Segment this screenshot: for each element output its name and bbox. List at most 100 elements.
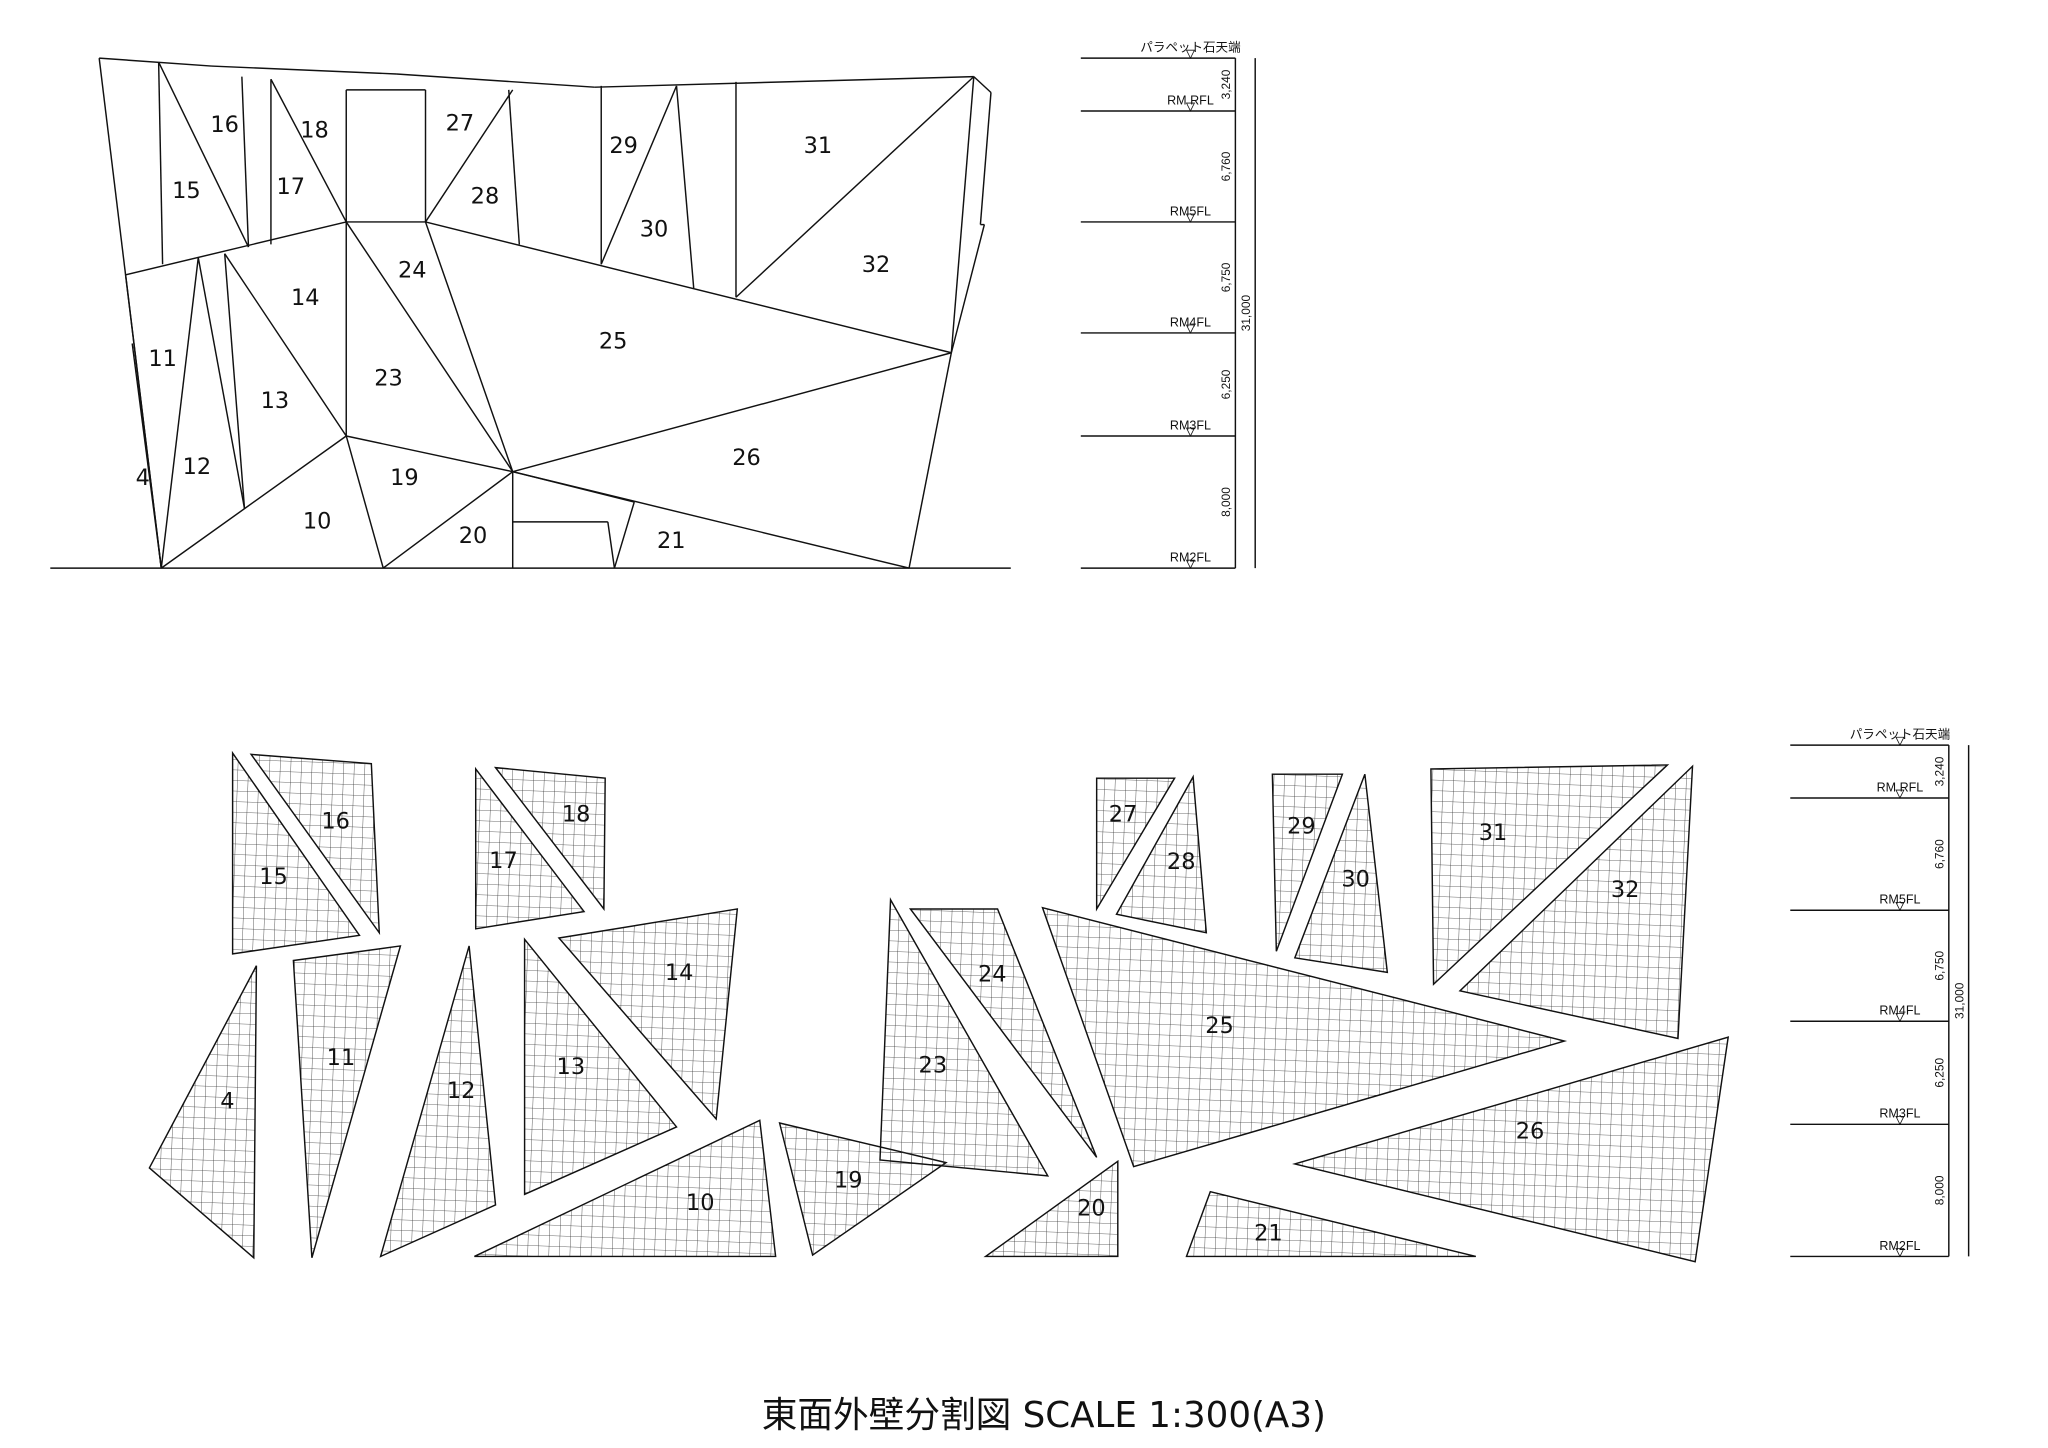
facade-edge — [99, 57, 212, 67]
elevation-panel-number: 19 — [390, 465, 419, 491]
facade-edge — [908, 352, 953, 569]
cladding-panel-11 — [292, 945, 402, 1258]
level-label: パラペット石天端 — [1140, 41, 1240, 55]
elevation-panel-number: 28 — [471, 183, 500, 209]
facade-edge — [270, 78, 347, 223]
elevation-panel-number: 10 — [303, 508, 332, 534]
facade-edge — [346, 435, 513, 473]
elevation-panel-number: 12 — [183, 454, 212, 480]
level-marker-icon — [1895, 789, 1905, 799]
panel-number: 16 — [321, 808, 350, 834]
facade-edge — [157, 62, 164, 265]
level-label: RM3FL — [1170, 418, 1211, 432]
panel-number: 25 — [1205, 1013, 1234, 1039]
level-marker-icon — [1185, 324, 1196, 334]
panel-number: 32 — [1611, 877, 1640, 903]
cladding-panel-20 — [983, 1159, 1119, 1258]
level-label: RM4FL — [1170, 315, 1211, 329]
level-label: パラペット石天端 — [1850, 728, 1950, 742]
facade-edge — [950, 76, 975, 353]
level-label: RM4FL — [1879, 1004, 1920, 1018]
facade-edge — [125, 221, 347, 276]
total-dimension-label: 31,000 — [1239, 295, 1253, 332]
panel-number: 23 — [919, 1053, 948, 1079]
facade-edge — [973, 76, 992, 94]
panel-number: 28 — [1167, 849, 1196, 875]
facade-edge — [223, 253, 246, 509]
facade-edge — [382, 471, 514, 569]
cladding-panel-21 — [1185, 1190, 1477, 1258]
level-label: RM3FL — [1879, 1107, 1920, 1121]
panel-number: 10 — [686, 1190, 715, 1216]
facade-edge — [512, 470, 635, 503]
level-marker-icon — [1895, 901, 1905, 912]
dimension-label: 6,750 — [1219, 262, 1233, 292]
panel-number: 20 — [1077, 1195, 1106, 1221]
facade-edge — [224, 253, 347, 437]
dimension-label: 6,250 — [1933, 1058, 1947, 1088]
cladding-panel-4 — [148, 965, 258, 1260]
level-label: RM5FL — [1170, 204, 1211, 218]
elevation-panel-number: 16 — [210, 112, 239, 138]
dimension-label: 3,240 — [1933, 756, 1947, 786]
level-label: RM2FL — [1879, 1239, 1920, 1253]
dimension-label: 3,240 — [1219, 69, 1233, 99]
panel-number: 14 — [665, 960, 694, 986]
panel-number: 17 — [489, 848, 518, 874]
facade-edge — [508, 89, 521, 245]
elevation-panel-number: 11 — [148, 346, 177, 372]
facade-edge — [345, 221, 514, 473]
elevation-panel-number: 30 — [640, 216, 669, 242]
panel-layout: 4101112131415161718192021232425262728293… — [148, 750, 1730, 1263]
panel-number: 18 — [562, 802, 591, 828]
dimension-label: 6,750 — [1933, 951, 1947, 981]
facade-edge — [396, 73, 595, 88]
facade-edge — [607, 521, 616, 569]
facade-edge — [241, 76, 250, 248]
cladding-panel-30 — [1293, 773, 1389, 974]
cladding-panel-29 — [1271, 773, 1344, 952]
elevation-panel-number: 18 — [300, 117, 329, 143]
dimension-label: 6,250 — [1219, 369, 1233, 399]
elevation-panel-number: 29 — [609, 133, 638, 159]
panel-number: 11 — [327, 1045, 356, 1071]
dimension-label: 6,760 — [1219, 151, 1233, 181]
total-dimension-label: 31,000 — [1952, 982, 1966, 1019]
panel-number: 26 — [1516, 1119, 1545, 1145]
cladding-panel-27 — [1095, 777, 1176, 912]
level-marker-icon — [1185, 49, 1196, 60]
cladding-panel-13 — [523, 937, 678, 1196]
elevation-panel-number: 13 — [261, 388, 290, 414]
elevation-panel-number: 21 — [657, 528, 686, 554]
level-marker-icon — [1895, 736, 1905, 747]
level-marker-icon — [1185, 559, 1196, 569]
elevation-panel-number: 15 — [172, 178, 201, 204]
level-marker-icon — [1185, 102, 1196, 112]
cladding-panel-10 — [474, 1119, 777, 1258]
cladding-panel-31 — [1430, 764, 1670, 986]
facade-edge — [160, 257, 199, 569]
elevation-panel-number: 26 — [732, 445, 761, 471]
facade-edge — [979, 92, 992, 225]
elevation-panel-number: 24 — [398, 257, 427, 283]
panel-number: 29 — [1287, 814, 1316, 840]
cladding-panel-18 — [493, 766, 606, 912]
cladding-panel-28 — [1115, 774, 1208, 934]
cladding-panel-14 — [557, 908, 739, 1121]
dimension-label: 8,000 — [1219, 487, 1233, 517]
facade-edge — [211, 65, 397, 75]
level-marker-icon — [1185, 213, 1196, 223]
elevation-panel-number: 4 — [136, 465, 150, 491]
elevation-panel-number: 27 — [446, 111, 475, 137]
level-label: RM RFL — [1167, 93, 1214, 107]
cladding-panel-25 — [1041, 906, 1568, 1168]
elevation-panel-number: 25 — [599, 329, 628, 355]
facade-edge — [131, 343, 162, 569]
elevation-panel-number: 14 — [291, 285, 320, 311]
panel-number: 27 — [1109, 802, 1138, 828]
level-label: RM2FL — [1170, 550, 1211, 564]
facade-edge — [424, 89, 514, 223]
